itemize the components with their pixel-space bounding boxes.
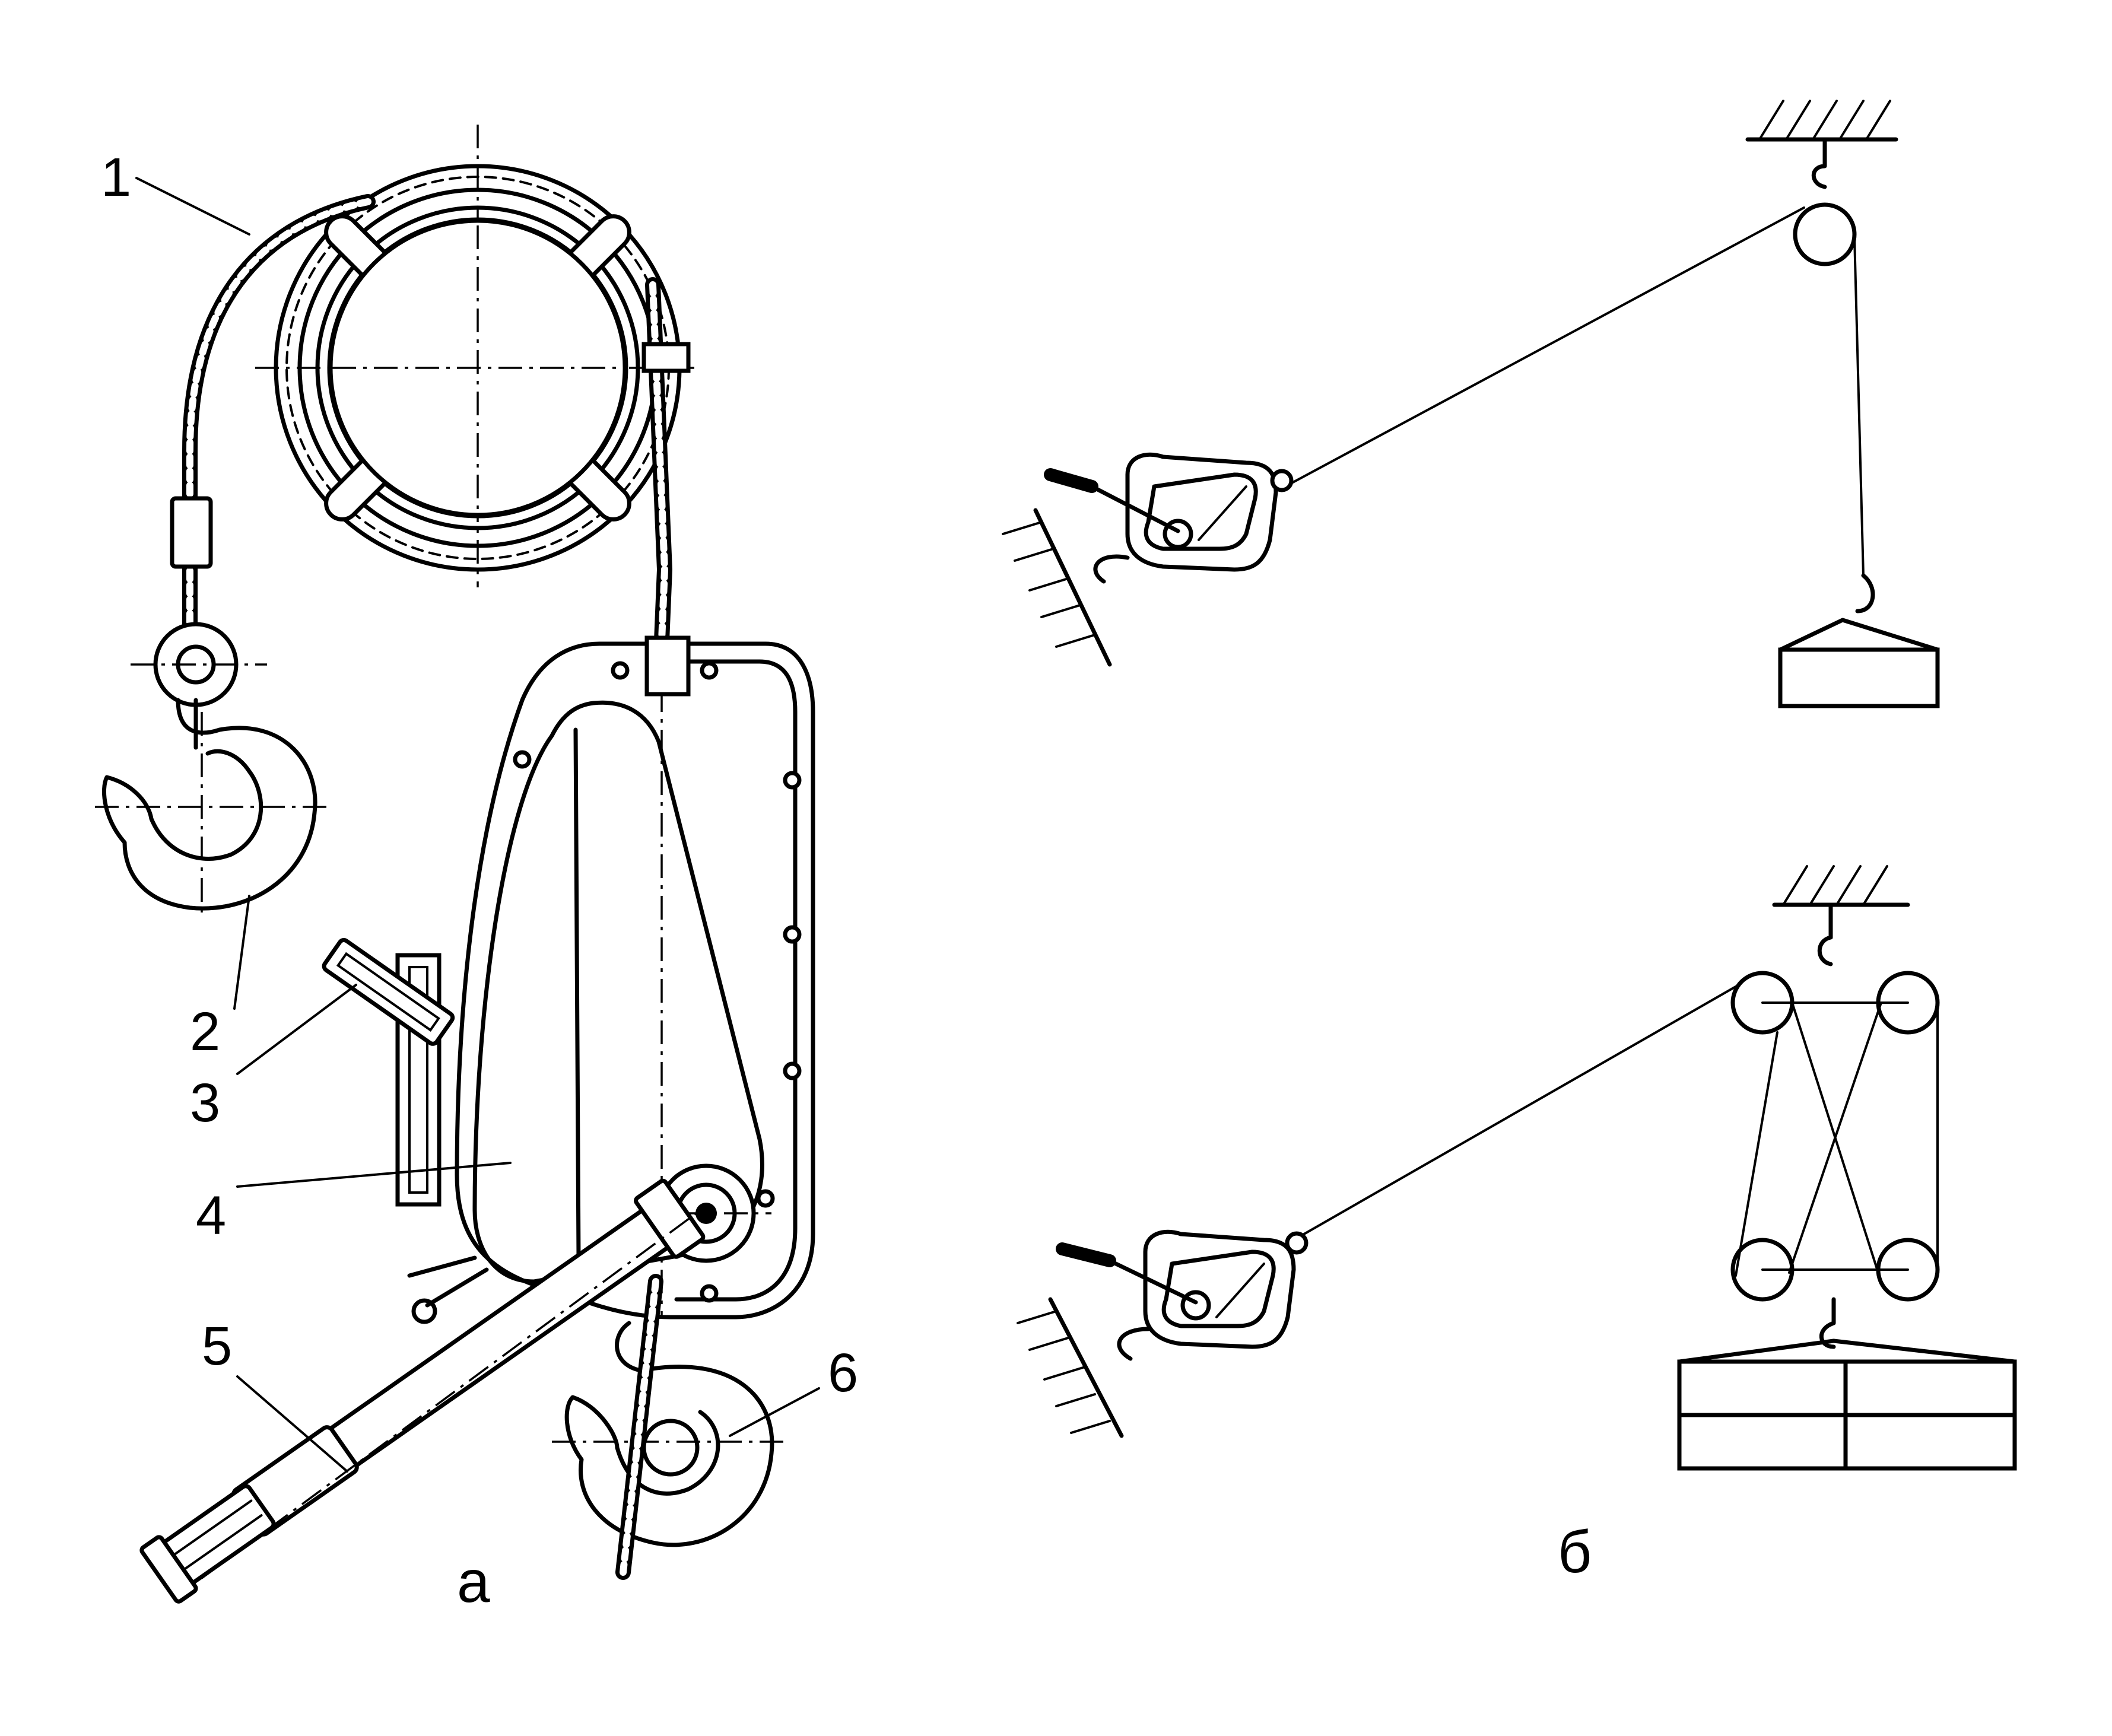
scheme-single-pulley bbox=[1002, 100, 1940, 708]
winch-frame bbox=[455, 635, 815, 1320]
rigging-schemes-view: б bbox=[1002, 100, 2017, 1585]
subfigure-label-b: б bbox=[1558, 1519, 1592, 1585]
hook-lower bbox=[552, 1274, 789, 1580]
callout-4: 4 bbox=[196, 1185, 226, 1246]
callout-3: 3 bbox=[190, 1073, 220, 1133]
winch-device-lower bbox=[1056, 1229, 1309, 1361]
winch-device-upper bbox=[1044, 452, 1294, 584]
side-clamp bbox=[322, 937, 489, 1324]
scheme-pulley-block bbox=[1017, 865, 2017, 1471]
subfigure-label-a: а bbox=[457, 1549, 490, 1615]
hook-upper bbox=[95, 622, 332, 920]
leader-lines bbox=[135, 177, 820, 1473]
cross-bars bbox=[324, 214, 631, 522]
rope-left bbox=[170, 194, 376, 654]
rope-right bbox=[641, 277, 691, 648]
callout-6: 6 bbox=[828, 1343, 858, 1403]
callout-2: 2 bbox=[190, 1001, 220, 1062]
callout-5: 5 bbox=[202, 1316, 232, 1376]
winch-mechanism-view: 1 2 3 4 5 6 а bbox=[95, 125, 858, 1615]
callout-1: 1 bbox=[101, 147, 131, 208]
